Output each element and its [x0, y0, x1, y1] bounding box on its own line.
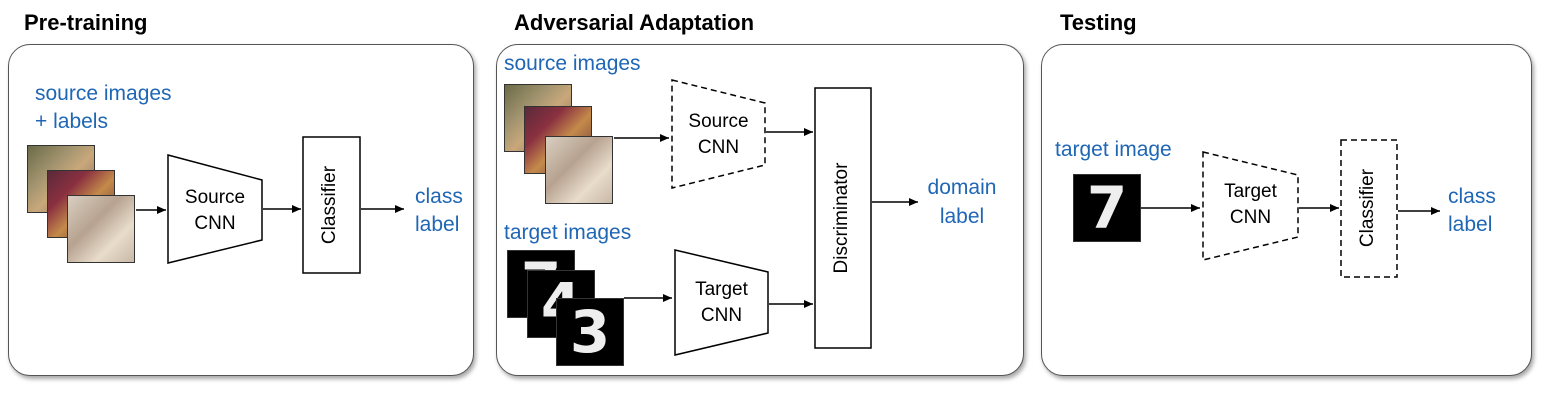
test-classifier-box	[1340, 139, 1398, 278]
pretrain-input-label-2: + labels	[35, 110, 108, 133]
adaptation-title: Adversarial Adaptation	[514, 10, 755, 35]
pretrain-input-label-1: source images	[35, 82, 172, 105]
test-target-image: 7	[1073, 174, 1141, 242]
test-target-cnn-shape	[1202, 151, 1299, 261]
pretraining-title: Pre-training	[24, 10, 148, 35]
test-classifier-label: Classifier	[1357, 168, 1378, 248]
pretrain-classifier-box	[302, 136, 361, 274]
adapt-output-label-2: label	[939, 205, 985, 228]
test-cnn-label-1: Target	[1224, 181, 1277, 202]
pretrain-classifier-label: Classifier	[319, 165, 340, 245]
adapt-target-cnn-label-1: Target	[695, 279, 748, 300]
adapt-target-cnn-label-2: CNN	[700, 305, 743, 326]
test-cnn-label-2: CNN	[1229, 207, 1272, 228]
test-output-label-1: class	[1448, 185, 1496, 208]
pretrain-source-image-3	[67, 195, 135, 263]
adapt-output-label-1: domain	[927, 176, 997, 199]
pretrain-output-label-1: class	[415, 185, 463, 208]
adapt-source-image-3	[545, 136, 613, 204]
adapt-source-cnn-label-1: Source	[688, 111, 749, 132]
adapt-target-label: target images	[504, 221, 632, 244]
test-output-label-2: label	[1448, 213, 1493, 236]
pretrain-cnn-label-2: CNN	[194, 213, 236, 234]
test-input-label: target image	[1055, 138, 1172, 161]
adapt-discriminator-label: Discriminator	[831, 162, 852, 274]
pretrain-source-cnn-shape	[167, 154, 263, 264]
adapt-target-image-3: 3	[556, 298, 624, 366]
pretrain-cnn-label-1: Source	[184, 187, 246, 208]
adapt-source-label: source images	[504, 52, 641, 75]
pretrain-output-label-2: label	[415, 213, 460, 236]
adapt-discriminator-box	[814, 87, 872, 349]
testing-title: Testing	[1060, 10, 1137, 35]
adapt-source-cnn-label-2: CNN	[697, 137, 740, 158]
adapt-source-cnn-shape	[671, 79, 766, 189]
adapt-target-cnn-shape	[674, 249, 769, 356]
